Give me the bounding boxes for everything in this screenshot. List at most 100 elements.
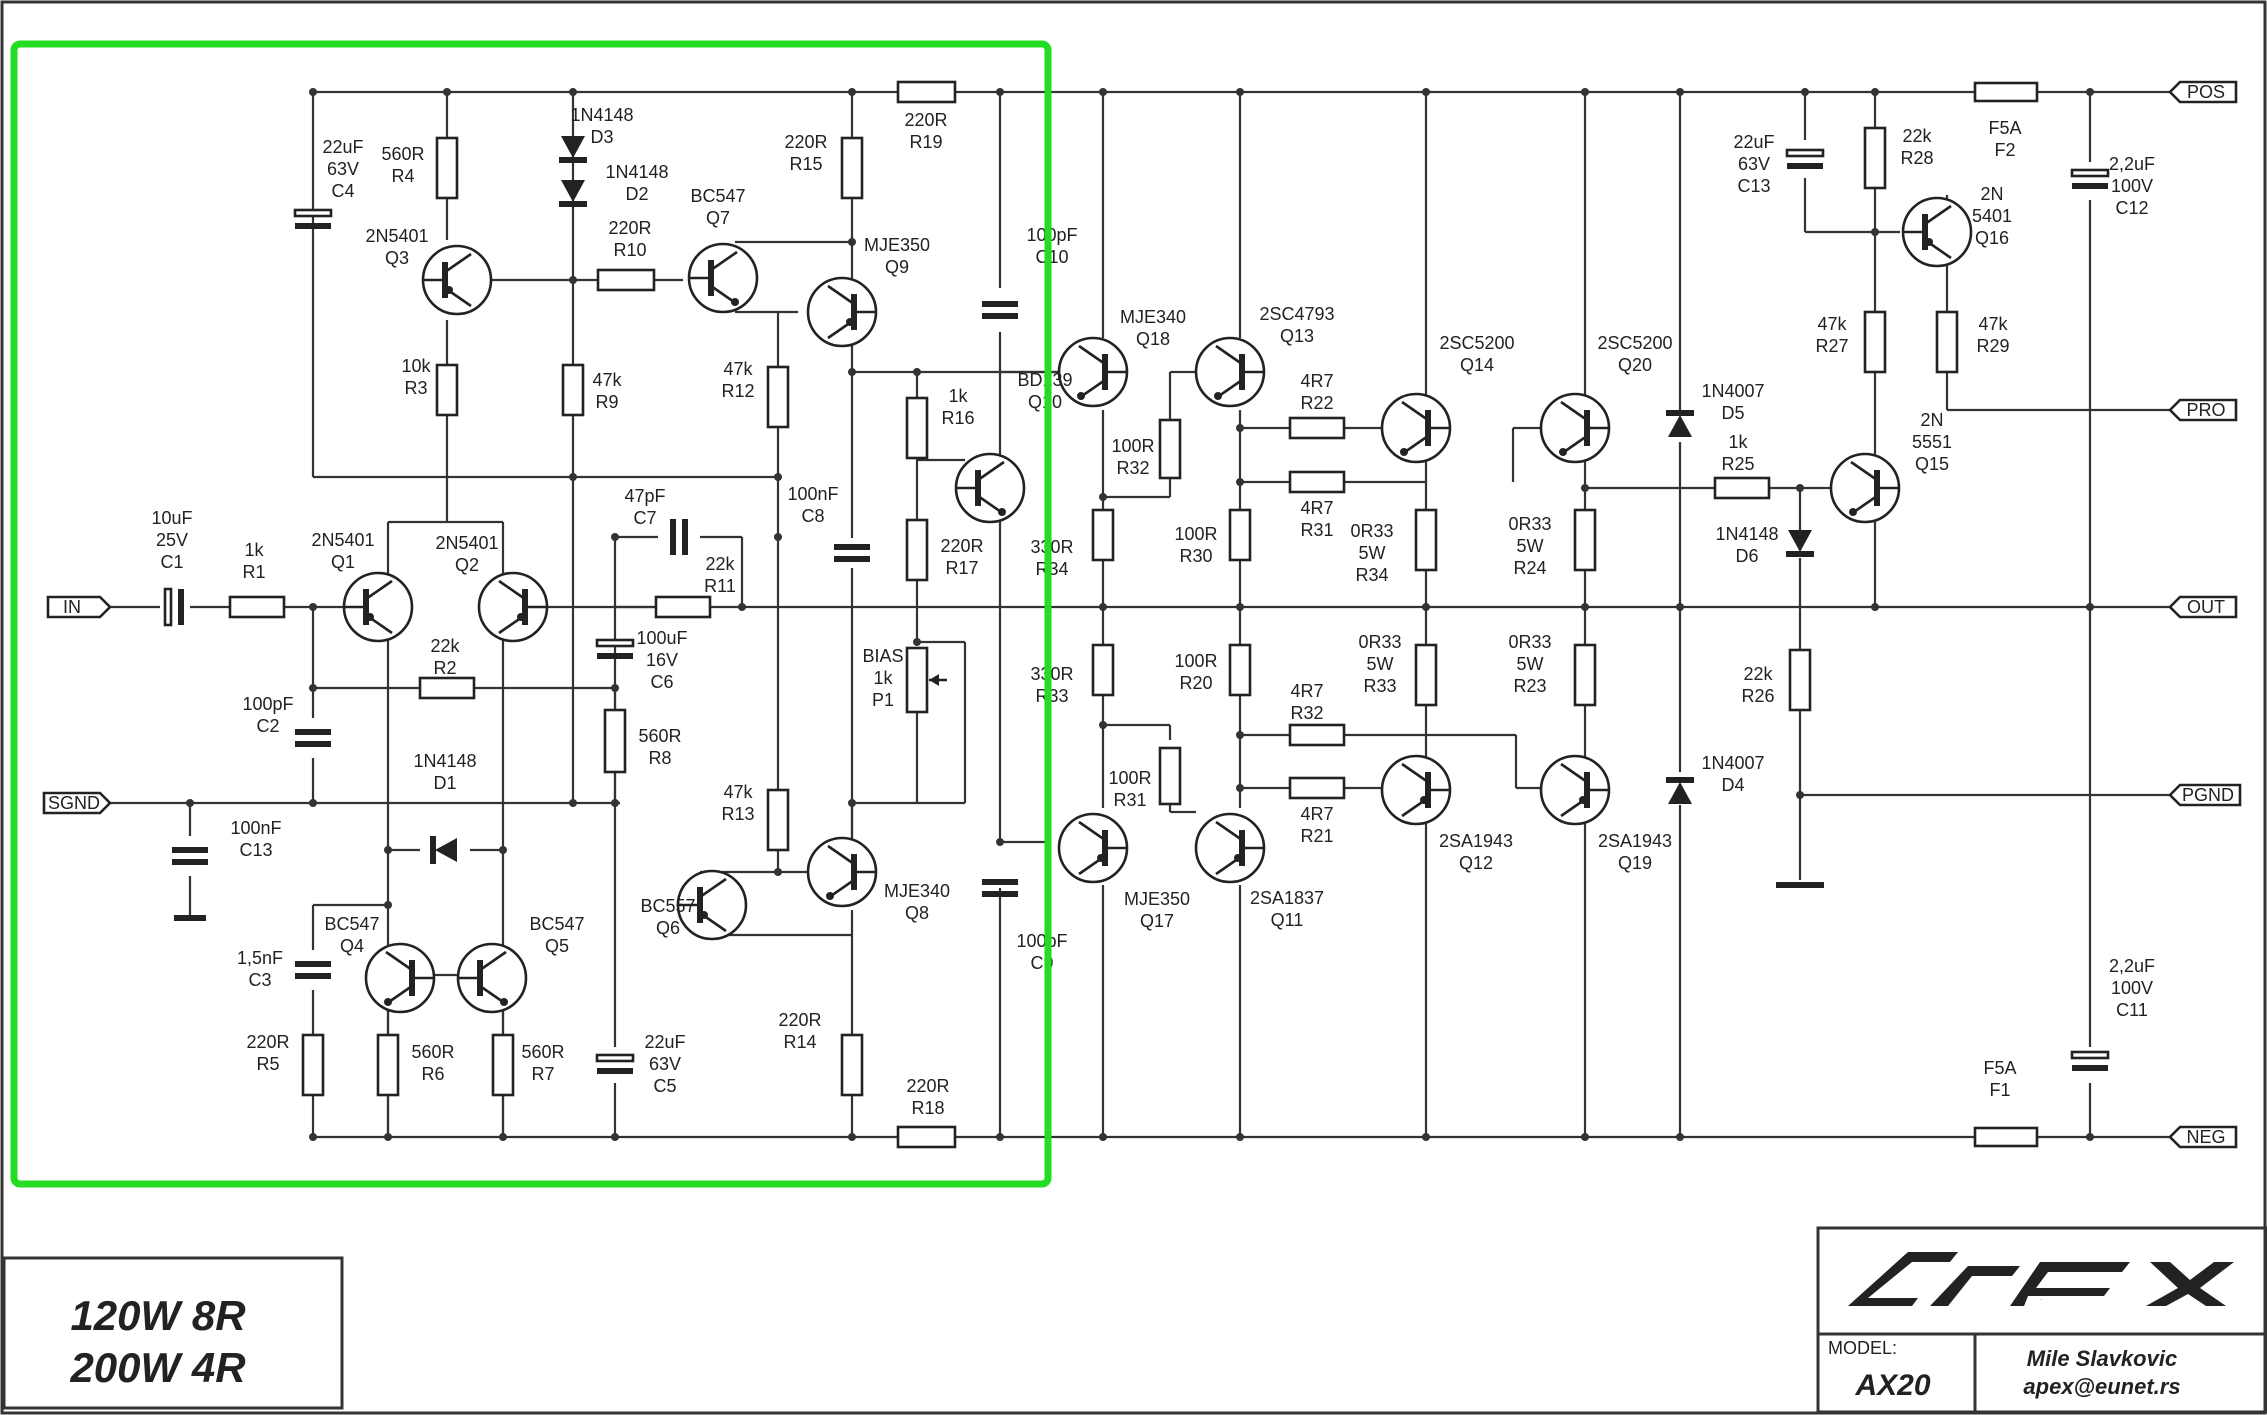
label-r5-0: 220R bbox=[246, 1032, 289, 1052]
label-q12-1: Q12 bbox=[1459, 853, 1493, 873]
label-c3-1: C3 bbox=[248, 970, 271, 990]
label-r18-0: 220R bbox=[906, 1076, 949, 1096]
label-q6-1: Q6 bbox=[656, 918, 680, 938]
label-q7-1: Q7 bbox=[706, 208, 730, 228]
label-q16-0: 2N bbox=[1980, 184, 2003, 204]
apex-logo-text: APEX bbox=[2040, 1298, 2043, 1301]
label-q15-0: 2N bbox=[1920, 410, 1943, 430]
label-c2-1: C2 bbox=[256, 716, 279, 736]
resistor-r34a bbox=[1091, 508, 1115, 562]
label-c12-1: 100V bbox=[2111, 176, 2153, 196]
label-c7-0: 47pF bbox=[624, 486, 665, 506]
resistor-r31a bbox=[1158, 746, 1182, 806]
resistor-r7 bbox=[491, 1033, 515, 1097]
label-r24-1: 5W bbox=[1517, 536, 1544, 556]
label-r7-1: R7 bbox=[531, 1064, 554, 1084]
label-c8-0: 100nF bbox=[787, 484, 838, 504]
label-q1-1: Q1 bbox=[331, 552, 355, 572]
label-q7-0: BC547 bbox=[690, 186, 745, 206]
label-r6-0: 560R bbox=[411, 1042, 454, 1062]
diode-d2 bbox=[559, 180, 587, 207]
label-c10-1: C10 bbox=[1035, 247, 1068, 267]
label-r12-1: R12 bbox=[721, 381, 754, 401]
model-label: MODEL: bbox=[1828, 1338, 1897, 1358]
transistor-q19 bbox=[1539, 754, 1611, 826]
label-d3-1: D3 bbox=[590, 127, 613, 147]
transistor-q2 bbox=[477, 571, 549, 643]
label-r5-1: R5 bbox=[256, 1054, 279, 1074]
label-q12-0: 2SA1943 bbox=[1439, 831, 1513, 851]
capacitor-c12 bbox=[2070, 168, 2110, 189]
label-r31b-0: 4R7 bbox=[1300, 498, 1333, 518]
label-d4-1: D4 bbox=[1721, 775, 1744, 795]
resistor-r18 bbox=[896, 1125, 957, 1149]
ports: IN SGND POS PRO OUT PGND NEG bbox=[42, 80, 2242, 1149]
label-d6-1: D6 bbox=[1735, 546, 1758, 566]
label-r16-0: 1k bbox=[948, 386, 968, 406]
label-d5-1: D5 bbox=[1721, 403, 1744, 423]
label-p1-2: P1 bbox=[872, 690, 894, 710]
label-r34b-1: 5W bbox=[1359, 543, 1386, 563]
label-r28-0: 22k bbox=[1902, 126, 1932, 146]
label-r15-1: R15 bbox=[789, 154, 822, 174]
resistor-r31b bbox=[1288, 470, 1346, 494]
resistor-r17 bbox=[905, 518, 929, 582]
transistor-q1 bbox=[342, 571, 414, 643]
label-r28-1: R28 bbox=[1900, 148, 1933, 168]
label-p1-1: 1k bbox=[873, 668, 893, 688]
port-out: OUT bbox=[2168, 595, 2238, 619]
label-r19-1: R19 bbox=[909, 132, 942, 152]
label-c11-0: 2,2uF bbox=[2109, 956, 2155, 976]
label-r32a-1: R32 bbox=[1116, 458, 1149, 478]
label-r30-0: 100R bbox=[1174, 524, 1217, 544]
label-r25-1: R25 bbox=[1721, 454, 1754, 474]
label-c8-1: C8 bbox=[801, 506, 824, 526]
resistor-r15 bbox=[840, 136, 864, 200]
label-r32b-0: 4R7 bbox=[1290, 681, 1323, 701]
resistor-r22 bbox=[1288, 416, 1346, 440]
junctions bbox=[186, 88, 2094, 1141]
port-pos: POS bbox=[2168, 80, 2238, 104]
label-r11-0: 22k bbox=[705, 554, 735, 574]
label-r21-0: 4R7 bbox=[1300, 804, 1333, 824]
label-q17-0: MJE350 bbox=[1124, 889, 1190, 909]
label-q3-1: Q3 bbox=[385, 248, 409, 268]
label-r11-1: R11 bbox=[704, 576, 736, 596]
transistor-q4 bbox=[364, 942, 436, 1014]
label-q20-0: 2SC5200 bbox=[1597, 333, 1672, 353]
resistor-r4 bbox=[435, 136, 459, 200]
resistor-r23 bbox=[1573, 643, 1597, 707]
capacitor-c6 bbox=[595, 638, 635, 659]
resistor-r32a bbox=[1158, 418, 1182, 480]
label-d4-0: 1N4007 bbox=[1701, 753, 1764, 773]
port-pgnd-label: PGND bbox=[2182, 785, 2234, 805]
label-r13-0: 47k bbox=[723, 782, 753, 802]
label-r33b-2: R33 bbox=[1363, 676, 1396, 696]
label-r33b-1: 5W bbox=[1367, 654, 1394, 674]
label-r13-1: R13 bbox=[721, 804, 754, 824]
label-r10-1: R10 bbox=[613, 240, 646, 260]
label-r24-2: R24 bbox=[1513, 558, 1546, 578]
wiring bbox=[110, 90, 2170, 1139]
resistor-r33b bbox=[1414, 643, 1438, 707]
label-f2-1: F2 bbox=[1994, 140, 2015, 160]
resistor-r26 bbox=[1788, 648, 1812, 712]
label-c12-2: C12 bbox=[2115, 198, 2148, 218]
power-rating-4r: 200W 4R bbox=[69, 1344, 246, 1391]
transistor-q15 bbox=[1829, 452, 1901, 524]
capacitor-c1 bbox=[163, 587, 184, 627]
label-q9-0: MJE350 bbox=[864, 235, 930, 255]
label-c13b-0: 22uF bbox=[1733, 132, 1774, 152]
label-c13b-1: 63V bbox=[1738, 154, 1770, 174]
label-r6-1: R6 bbox=[421, 1064, 444, 1084]
resistor-r8 bbox=[603, 708, 627, 774]
label-r17-0: 220R bbox=[940, 536, 983, 556]
label-r33a-1: R33 bbox=[1035, 686, 1068, 706]
transistor-q6 bbox=[676, 869, 748, 941]
label-r14-0: 220R bbox=[778, 1010, 821, 1030]
label-r34a-1: R34 bbox=[1035, 559, 1068, 579]
label-r9-1: R9 bbox=[595, 392, 618, 412]
label-r3-0: 10k bbox=[401, 356, 431, 376]
label-f1-0: F5A bbox=[1983, 1058, 2016, 1078]
resistor-r29 bbox=[1935, 310, 1959, 374]
